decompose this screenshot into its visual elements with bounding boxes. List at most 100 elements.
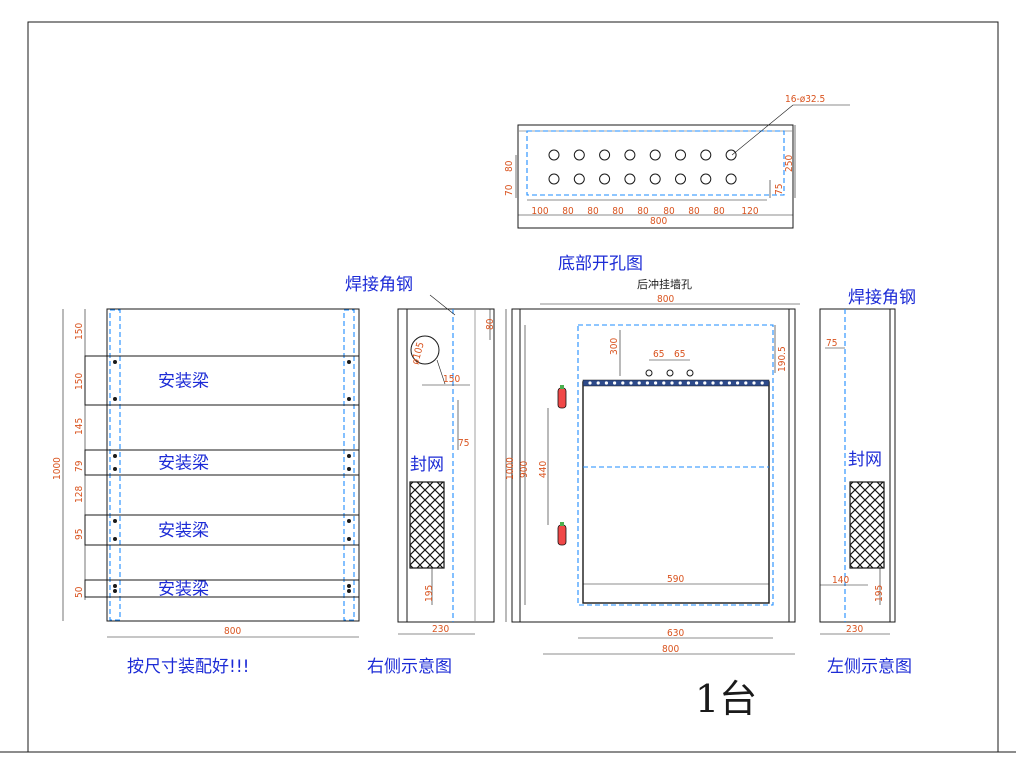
install-beam-label: 安装梁: [158, 580, 209, 600]
bottom-hole: [548, 149, 560, 161]
bottom-holes: [548, 149, 737, 185]
right-weld-label: 焊接角钢: [345, 275, 413, 295]
right-dim-150: 150: [443, 374, 460, 385]
rail-hole: [637, 381, 641, 385]
quantity-label: 1台: [695, 677, 757, 721]
bolt-hole: [347, 397, 351, 401]
install-dim-label: 150: [74, 323, 85, 340]
front-dim-65b: 65: [674, 349, 685, 360]
front-height-900: 900: [519, 461, 530, 478]
bolt-hole: [347, 537, 351, 541]
install-dim-label: 50: [74, 586, 85, 598]
bottom-dim-label: 80: [612, 206, 624, 217]
front-top-800: 800: [657, 294, 674, 305]
bolt-hole: [113, 519, 117, 523]
right-dim-75: 75: [458, 438, 469, 449]
rail-hole: [654, 381, 658, 385]
bottom-hole: [700, 173, 712, 185]
bottom-hole: [624, 149, 636, 161]
left-dim-140: 140: [832, 575, 849, 586]
rail-hole: [613, 381, 617, 385]
rail-hole: [621, 381, 625, 385]
bottom-dim-label: 80: [562, 206, 574, 217]
bottom-hole: [675, 173, 686, 185]
left-mesh-label: 封网: [848, 450, 882, 470]
front-width-800: 800: [662, 644, 679, 655]
bolt-hole: [113, 397, 117, 401]
bolt-hole: [113, 454, 117, 458]
left-dim-230: 230: [846, 624, 863, 635]
right-side-view: ø105 150 封网 焊接角钢 80 75 195 230 右侧示意图: [345, 275, 496, 677]
install-height-1000: 1000: [52, 457, 63, 480]
rail-hole: [719, 381, 723, 385]
bottom-hole: [649, 173, 661, 185]
left-dim-195: 195: [874, 585, 885, 602]
bolt-hole: [113, 467, 117, 471]
bottom-dim-label: 120: [741, 206, 758, 217]
front-dim-300: 300: [609, 338, 620, 355]
install-beam: [84, 514, 360, 546]
rail-hole: [604, 381, 609, 385]
bottom-view-title: 底部开孔图: [558, 254, 643, 274]
rail-hole: [703, 381, 707, 385]
rail-hole: [686, 381, 691, 385]
bolt-hole: [347, 360, 351, 364]
install-beam-label: 安装梁: [158, 521, 209, 541]
right-dim-195: 195: [424, 585, 435, 602]
install-beam: [84, 449, 360, 476]
bolt-hole: [347, 519, 351, 523]
hole-callout: 16-ø32.5: [785, 94, 825, 105]
right-hole-dim: ø105: [410, 341, 426, 366]
bottom-dim-label: 80: [688, 206, 700, 217]
bolt-hole: [113, 584, 117, 588]
bottom-dim-label: 80: [637, 206, 649, 217]
bottom-hole: [725, 173, 737, 185]
bolt-hole: [347, 589, 351, 593]
install-dim-label: 79: [74, 460, 85, 472]
bottom-hole: [599, 173, 611, 185]
rail-hole: [588, 381, 592, 385]
left-dim-75: 75: [826, 338, 837, 349]
dim-total-800: 800: [650, 216, 667, 227]
front-dim-190: 190.5: [777, 346, 788, 372]
rail-hole: [752, 381, 756, 385]
bottom-dim-label: 80: [713, 206, 725, 217]
bottom-hole: [725, 149, 737, 161]
install-width-800: 800: [224, 626, 241, 637]
drawing-frame: [0, 21, 1016, 753]
rail-hole: [645, 381, 650, 385]
rail-hole: [744, 381, 748, 385]
bolt-hole: [347, 467, 351, 471]
rail-hole: [596, 381, 600, 385]
right-side-title: 右侧示意图: [367, 657, 452, 677]
rail-hole: [670, 381, 674, 385]
rail-hole: [727, 381, 732, 385]
install-dim-label: 95: [74, 529, 85, 540]
dim-left-70: 70: [504, 184, 515, 196]
bolt-hole: [113, 589, 117, 593]
right-dim-80: 80: [485, 318, 496, 330]
install-dim-label: 145: [74, 418, 85, 435]
bottom-hole: [573, 173, 585, 185]
install-beam-label: 安装梁: [158, 372, 209, 392]
bottom-hole: [700, 149, 712, 161]
bolt-hole: [113, 537, 117, 541]
bolt-hole: [347, 584, 351, 588]
front-dim-440: 440: [538, 461, 549, 478]
install-dim-label: 150: [74, 373, 85, 390]
front-inner-width-590: 590: [667, 574, 684, 585]
dim-left-80: 80: [504, 160, 515, 172]
rail-hole: [629, 381, 633, 385]
rail-hole: [662, 381, 666, 385]
rail-dots: [588, 381, 764, 385]
rail-hole: [678, 381, 682, 385]
install-beam: [84, 579, 360, 598]
bottom-hole: [548, 173, 560, 185]
bottom-dim-label: 100: [531, 206, 548, 217]
right-dim-230: 230: [432, 624, 449, 635]
install-beam-label: 安装梁: [158, 454, 209, 474]
